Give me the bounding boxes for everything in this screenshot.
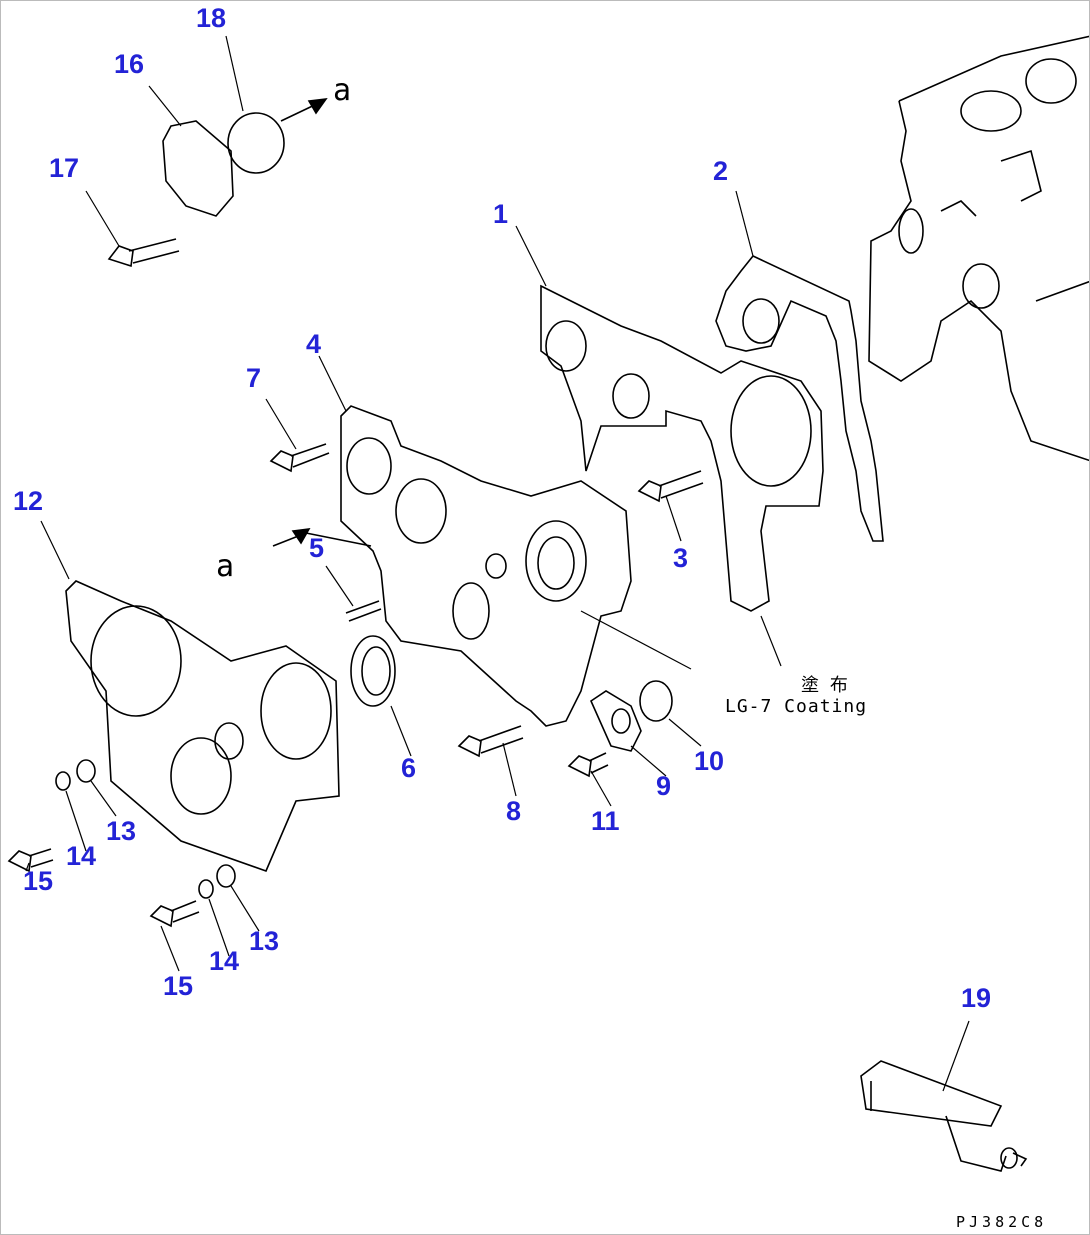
part-label-19: 19 xyxy=(961,983,992,1013)
washer-14b xyxy=(198,879,214,899)
ref-letter-a-top: a xyxy=(333,73,352,108)
collar-13a xyxy=(76,759,96,783)
center-line xyxy=(305,532,372,547)
gasket-1 xyxy=(540,284,824,612)
part-label-9: 9 xyxy=(656,771,672,801)
engine-block xyxy=(868,35,1089,462)
front-cover-4 xyxy=(340,405,632,727)
part-label-15b: 15 xyxy=(163,971,194,1001)
flange-cover-9 xyxy=(589,690,642,752)
bolt-15b xyxy=(149,900,200,928)
bolt-7 xyxy=(269,443,330,473)
part-label-1: 1 xyxy=(493,199,509,229)
part-label-17: 17 xyxy=(49,153,80,183)
part-label-12: 12 xyxy=(13,486,44,516)
part-label-6: 6 xyxy=(401,753,417,783)
o-ring-18 xyxy=(227,112,285,174)
bolt-8 xyxy=(457,725,524,758)
part-label-8: 8 xyxy=(506,796,522,826)
part-label-18: 18 xyxy=(196,3,227,33)
part-label-11: 11 xyxy=(591,806,620,836)
front-plate-12 xyxy=(65,580,340,873)
collar-13b xyxy=(216,864,236,888)
part-label-13: 13 xyxy=(106,816,137,846)
part-label-5: 5 xyxy=(309,533,325,563)
arrow-head-top xyxy=(307,97,328,115)
part-label-7: 7 xyxy=(246,363,262,393)
part-label-2: 2 xyxy=(713,156,729,186)
ref-letter-a-mid: a xyxy=(216,549,235,584)
bolt-11 xyxy=(567,752,609,778)
part-label-10: 10 xyxy=(694,746,725,776)
part-label-13b: 13 xyxy=(249,926,280,956)
cover-16 xyxy=(162,120,234,217)
o-ring-10 xyxy=(639,680,673,722)
part-label-16: 16 xyxy=(114,49,145,79)
bolt-17 xyxy=(107,238,180,268)
seal-6 xyxy=(350,635,396,707)
part-label-14b: 14 xyxy=(209,946,240,976)
coating-note-en: LG-7 Coating xyxy=(725,696,868,717)
dowel-5 xyxy=(345,600,382,622)
part-label-3: 3 xyxy=(673,543,689,573)
arrow-head-mid xyxy=(291,528,311,545)
leader-lines xyxy=(25,35,970,1092)
bolt-15a xyxy=(7,848,54,873)
tool-19 xyxy=(860,1060,1028,1172)
washer-14a xyxy=(55,771,71,791)
drawing-number: PJ382C8 xyxy=(956,1213,1048,1231)
part-label-14: 14 xyxy=(66,841,97,871)
coating-note-jp: 塗 布 xyxy=(801,675,848,696)
part-label-15: 15 xyxy=(23,866,54,896)
gasket-2 xyxy=(715,255,884,542)
part-label-4: 4 xyxy=(306,329,322,359)
bolt-3 xyxy=(637,470,704,503)
